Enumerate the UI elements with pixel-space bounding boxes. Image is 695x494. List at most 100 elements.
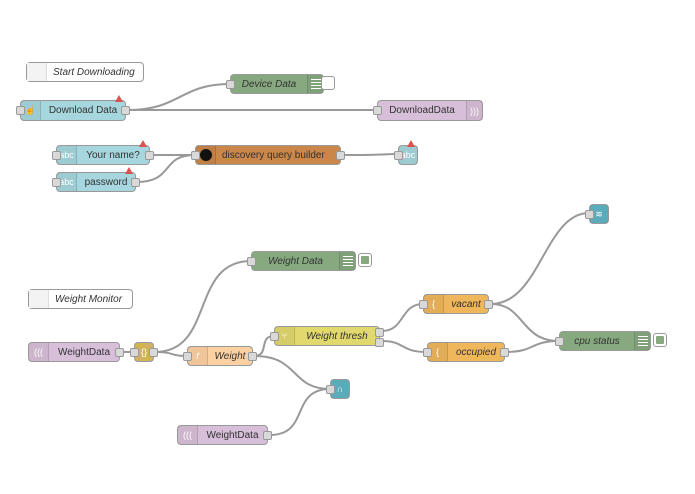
node-label: Device Data bbox=[241, 78, 297, 90]
wave-icon: ((( bbox=[29, 343, 49, 361]
abc-icon-text: abc bbox=[400, 150, 416, 160]
abc-icon-text: abc bbox=[59, 177, 74, 187]
input-port[interactable] bbox=[191, 150, 200, 160]
discovery-query-builder-node[interactable]: discovery query builder bbox=[191, 145, 345, 165]
switch-icon: ⑂ bbox=[275, 327, 295, 345]
node-label: occupied bbox=[455, 346, 497, 358]
debug-toggle-button[interactable] bbox=[321, 76, 335, 90]
wire bbox=[154, 351, 187, 357]
function-icon: f bbox=[188, 347, 208, 365]
output-port[interactable] bbox=[115, 347, 124, 357]
comment-label: Start Downloading bbox=[53, 66, 135, 78]
template-node-vacant[interactable]: { vacant bbox=[419, 294, 493, 314]
comment-start-downloading[interactable]: Start Downloading bbox=[26, 62, 144, 82]
json-node[interactable]: {} bbox=[130, 342, 158, 362]
text-input-node-your-name[interactable]: abc Your name? bbox=[52, 140, 154, 165]
input-port[interactable] bbox=[52, 177, 61, 187]
debug-node-device-data[interactable]: Device Data bbox=[226, 74, 324, 94]
output-port[interactable] bbox=[336, 150, 345, 160]
output-port[interactable] bbox=[131, 177, 140, 187]
bluemix-in-node-weightdata-2[interactable]: ((( WeightData bbox=[177, 425, 272, 445]
input-port[interactable] bbox=[183, 351, 192, 361]
text-input-node-password[interactable]: abc password bbox=[52, 167, 140, 192]
bluemix-out-node-downloaddata[interactable]: DownloadData ))) bbox=[373, 100, 483, 121]
input-port[interactable] bbox=[247, 256, 256, 266]
abc-icon-text: abc bbox=[59, 150, 74, 160]
output-port[interactable] bbox=[121, 106, 130, 115]
debug-bars-icon bbox=[634, 332, 650, 350]
input-port[interactable] bbox=[270, 331, 279, 341]
bluemix-in-node-weightdata[interactable]: ((( WeightData bbox=[28, 342, 124, 362]
node-label: WeightData bbox=[57, 346, 111, 358]
input-port[interactable] bbox=[419, 299, 428, 309]
template-brace-icon: { bbox=[424, 295, 444, 313]
warning-icon bbox=[407, 140, 415, 147]
debug-toggle-button[interactable] bbox=[358, 253, 372, 267]
node-label: WeightData bbox=[206, 429, 259, 441]
hand-pointer-icon: ☝ bbox=[21, 101, 41, 120]
comment-label: Weight Monitor bbox=[55, 293, 123, 305]
warning-icon bbox=[115, 95, 123, 102]
function-node-weight[interactable]: f Weight bbox=[183, 346, 257, 366]
input-port[interactable] bbox=[52, 150, 61, 160]
wire bbox=[505, 340, 560, 353]
debug-node-weight-data[interactable]: Weight Data bbox=[247, 251, 356, 271]
switch-node-weight-thresh[interactable]: ⑂ Weight thresh bbox=[270, 326, 384, 347]
debug-node-cpu-status[interactable]: cpu status bbox=[555, 331, 651, 351]
wire bbox=[154, 260, 252, 353]
input-port[interactable] bbox=[373, 106, 382, 115]
input-port[interactable] bbox=[423, 347, 432, 357]
debug-toggle-button[interactable] bbox=[653, 333, 667, 347]
input-port[interactable] bbox=[326, 384, 335, 394]
output-port[interactable] bbox=[248, 351, 257, 361]
abc-icon: abc bbox=[57, 173, 77, 191]
input-port[interactable] bbox=[555, 336, 564, 346]
headset-icon: ∩ bbox=[331, 380, 349, 398]
node-label: vacant bbox=[451, 298, 481, 310]
output-port[interactable] bbox=[145, 150, 154, 160]
input-port[interactable] bbox=[226, 79, 235, 89]
json-brace-icon: {} bbox=[135, 343, 153, 361]
input-port[interactable] bbox=[394, 150, 403, 160]
wire bbox=[135, 154, 196, 183]
wire bbox=[381, 340, 428, 353]
template-node-occupied[interactable]: { occupied bbox=[423, 342, 509, 362]
wave-icon: ))) bbox=[466, 101, 482, 120]
output-port[interactable] bbox=[500, 347, 509, 357]
wire bbox=[127, 83, 231, 111]
node-label: DownloadData bbox=[389, 105, 455, 116]
node-label: Weight thresh bbox=[306, 330, 368, 342]
debug-bars-icon bbox=[339, 252, 355, 270]
wire bbox=[269, 388, 331, 436]
input-port[interactable] bbox=[16, 106, 25, 115]
input-port[interactable] bbox=[585, 209, 594, 219]
wave-icon: ((( bbox=[178, 426, 198, 444]
abc-icon: abc bbox=[399, 146, 417, 164]
text-output-node[interactable]: abc bbox=[394, 140, 418, 165]
warning-icon bbox=[125, 167, 133, 174]
output-port[interactable] bbox=[149, 347, 158, 357]
inject-node-download-data[interactable]: ☝ Download Data bbox=[16, 95, 130, 121]
warning-icon bbox=[139, 140, 147, 147]
abc-icon: abc bbox=[57, 146, 77, 164]
comment-weight-monitor[interactable]: Weight Monitor bbox=[28, 289, 133, 309]
node-label: Your name? bbox=[86, 149, 140, 161]
node-label: discovery query builder bbox=[222, 149, 325, 161]
output-port-1[interactable] bbox=[375, 328, 384, 337]
output-port[interactable] bbox=[484, 299, 493, 309]
output-port[interactable] bbox=[263, 430, 272, 440]
node-label: password bbox=[84, 176, 128, 188]
output-port-2[interactable] bbox=[375, 338, 384, 347]
comment-icon bbox=[29, 290, 49, 308]
debug-bars-icon bbox=[307, 75, 323, 93]
node-label: Weight bbox=[214, 350, 246, 362]
headset-node[interactable]: ∩ bbox=[326, 379, 350, 399]
input-port[interactable] bbox=[130, 347, 139, 357]
wire bbox=[381, 303, 424, 332]
wire bbox=[490, 212, 590, 305]
comment-icon bbox=[27, 63, 47, 81]
node-label: cpu status bbox=[574, 335, 620, 347]
wifi-node[interactable]: ≋ bbox=[585, 204, 609, 224]
